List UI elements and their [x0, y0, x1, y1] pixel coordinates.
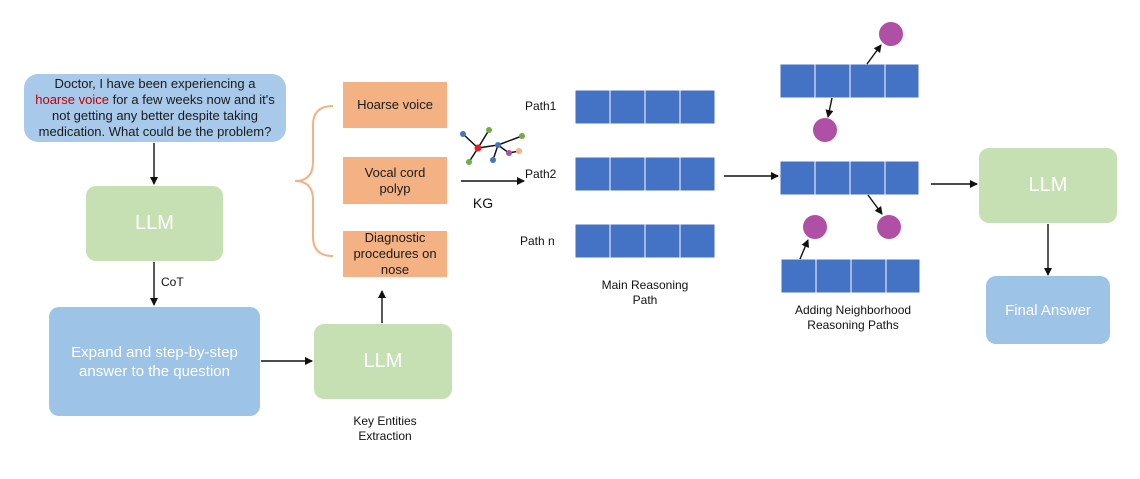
patient-question-bubble: Doctor, I have been experiencing a hoars… [24, 74, 286, 142]
expand-answer-box: Expand and step-by-step answer to the qu… [49, 307, 260, 416]
entity-box-1: Hoarse voice [343, 82, 447, 128]
neighborhood-caption: Adding Neighborhood Reasoning Paths [794, 303, 912, 332]
llm-label: LLM [1028, 174, 1068, 196]
kg-label: KG [472, 195, 494, 211]
neighbor-path-top [779, 63, 920, 99]
question-text-before: Doctor, I have been experiencing a [54, 76, 256, 91]
main-path-2 [574, 156, 716, 192]
neighbor-path-middle [779, 160, 920, 196]
neighbor-path-bottom [780, 258, 921, 294]
neighbor-node-1 [879, 22, 903, 46]
knowledge-graph-icon [460, 127, 525, 165]
neighbor-arrow-4 [799, 239, 809, 260]
cot-label: CoT [161, 275, 184, 289]
entity-box-2: Vocal cord polyp [343, 157, 447, 204]
key-entities-caption: Key Entities Extraction [353, 414, 417, 443]
llm-label: LLM [135, 212, 174, 234]
llm-box-final: LLM [979, 148, 1117, 223]
neighbor-node-4 [803, 215, 827, 239]
neighbor-arrow-3 [867, 194, 883, 215]
question-text-after: for a few weeks now and it's not getting… [38, 92, 275, 139]
neighbor-arrow-1 [866, 44, 882, 65]
final-answer-text: Final Answer [1005, 301, 1091, 319]
path-label-1: Path1 [525, 99, 557, 113]
neighbor-node-3 [877, 215, 901, 239]
neighbor-node-2 [813, 118, 837, 142]
entity-label: Vocal cord polyp [364, 164, 426, 196]
entity-label: Hoarse voice [357, 97, 433, 112]
question-highlight: hoarse voice [35, 92, 109, 107]
neighbor-arrow-2 [825, 97, 834, 118]
expand-answer-text: Expand and step-by-step answer to the qu… [71, 343, 238, 380]
main-path-caption: Main Reasoning Path [601, 278, 689, 307]
entity-box-3: Diagnostic procedures on nose [343, 230, 447, 277]
llm-box-cot: LLM [86, 186, 223, 261]
entity-label: Diagnostic procedures on nose [353, 230, 437, 277]
final-answer-box: Final Answer [986, 276, 1110, 344]
path-label-2: Path2 [525, 167, 557, 181]
main-path-n [574, 223, 716, 259]
llm-box-extraction: LLM [314, 324, 452, 399]
main-path-1 [574, 89, 716, 125]
entity-brace [294, 105, 334, 257]
path-label-n: Path n [520, 234, 555, 248]
llm-label: LLM [363, 350, 403, 372]
